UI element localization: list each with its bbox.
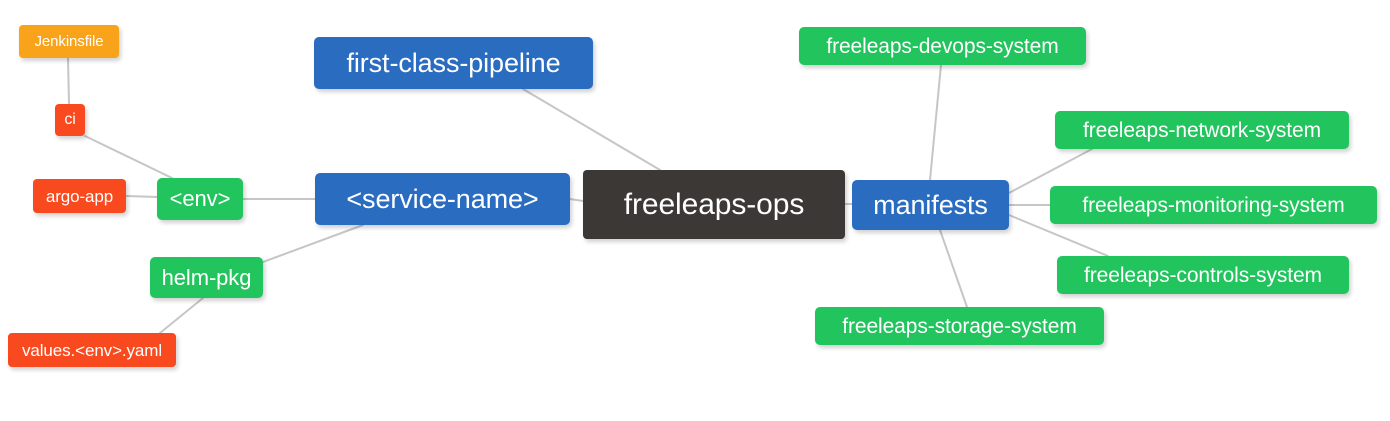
node-manifests[interactable]: manifests xyxy=(852,180,1009,230)
node-env[interactable]: <env> xyxy=(157,178,243,220)
node-label: <service-name> xyxy=(346,183,539,214)
node-freeleaps-controls-system[interactable]: freeleaps-controls-system xyxy=(1057,256,1349,294)
node-label: helm-pkg xyxy=(161,264,252,290)
node-helm-pkg[interactable]: helm-pkg xyxy=(150,257,263,298)
node-label: freeleaps-ops xyxy=(623,187,805,221)
edge-manifests-to-freeleaps-storage-system xyxy=(939,229,968,308)
node-label: first-class-pipeline xyxy=(346,47,561,78)
node-ci[interactable]: ci xyxy=(55,104,85,136)
edge-helm-pkg-to-service-name xyxy=(262,224,364,263)
node-freeleaps-network-system[interactable]: freeleaps-network-system xyxy=(1055,111,1349,149)
node-freeleaps-ops[interactable]: freeleaps-ops xyxy=(583,170,845,239)
edge-argo-app-to-env xyxy=(125,195,158,198)
node-freeleaps-storage-system[interactable]: freeleaps-storage-system xyxy=(815,307,1104,345)
edge-jenkinsfile-to-ci xyxy=(67,57,70,105)
node-label: values.<env>.yaml xyxy=(21,340,163,360)
node-label: freeleaps-monitoring-system xyxy=(1082,193,1345,217)
edge-manifests-to-freeleaps-devops-system xyxy=(929,64,942,181)
edge-values-env-yaml-to-helm-pkg xyxy=(159,297,204,334)
node-label: freeleaps-network-system xyxy=(1082,118,1321,142)
node-label: freeleaps-storage-system xyxy=(842,314,1077,338)
node-argo-app[interactable]: argo-app xyxy=(33,179,126,213)
node-first-class-pipeline[interactable]: first-class-pipeline xyxy=(314,37,593,89)
node-label: ci xyxy=(64,111,76,128)
node-values-env-yaml[interactable]: values.<env>.yaml xyxy=(8,333,176,367)
node-freeleaps-monitoring-system[interactable]: freeleaps-monitoring-system xyxy=(1050,186,1377,224)
edge-ci-to-env xyxy=(84,135,173,179)
node-jenkinsfile[interactable]: Jenkinsfile xyxy=(19,25,119,58)
edge-service-name-to-freeleaps-ops xyxy=(569,198,584,202)
node-label: freeleaps-controls-system xyxy=(1084,263,1322,287)
node-label: argo-app xyxy=(45,186,114,206)
node-freeleaps-devops-system[interactable]: freeleaps-devops-system xyxy=(799,27,1086,65)
node-label: Jenkinsfile xyxy=(34,33,104,50)
node-label: <env> xyxy=(169,186,231,211)
node-service-name[interactable]: <service-name> xyxy=(315,173,570,225)
node-label: freeleaps-devops-system xyxy=(826,34,1059,58)
edge-first-class-pipeline-to-freeleaps-ops xyxy=(522,88,661,171)
node-label: manifests xyxy=(873,189,988,220)
